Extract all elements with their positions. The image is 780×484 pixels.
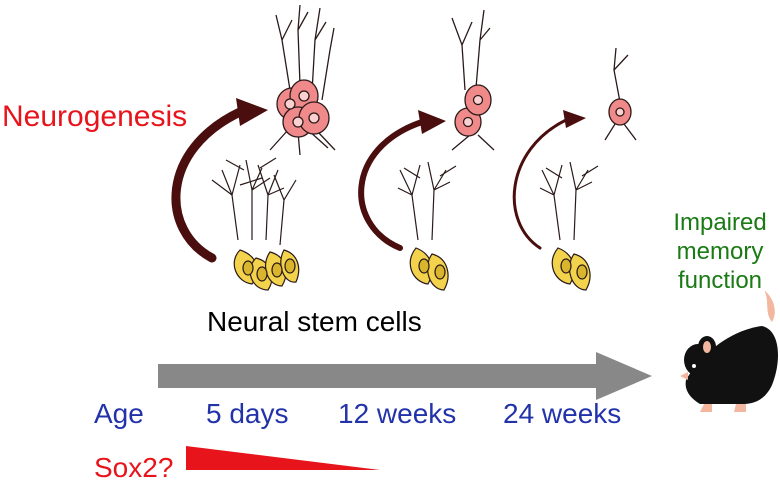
stem-cells-2 bbox=[397, 161, 457, 291]
neurogenesis-label: Neurogenesis bbox=[2, 100, 188, 133]
age-point-24-weeks: 24 weeks bbox=[503, 398, 622, 429]
age-point-12-weeks: 12 weeks bbox=[338, 398, 457, 429]
neuron-cluster-2 bbox=[451, 9, 495, 151]
age-timeline-arrow bbox=[158, 352, 652, 400]
mouse-illustration bbox=[680, 290, 778, 412]
impaired-line-2: memory bbox=[676, 238, 764, 265]
decline-wedge bbox=[186, 446, 380, 470]
neuron-cluster-1 bbox=[269, 4, 336, 156]
age-axis-label: Age bbox=[94, 398, 144, 429]
gene-label-partial: Sox2? bbox=[94, 452, 174, 483]
curved-arrow-2 bbox=[358, 110, 446, 251]
stem-cells-3 bbox=[539, 161, 599, 291]
neuron-cluster-3 bbox=[604, 47, 637, 141]
stem-cells-1 bbox=[211, 157, 300, 291]
impaired-line-1: Impaired bbox=[673, 209, 767, 236]
curved-arrow-1 bbox=[171, 98, 268, 263]
curved-arrow-3 bbox=[512, 110, 586, 250]
impaired-memory-label: Impaired memory function bbox=[664, 208, 776, 295]
diagram-graphics bbox=[158, 4, 778, 470]
age-point-5-days: 5 days bbox=[206, 398, 289, 429]
impaired-line-3: function bbox=[677, 267, 763, 294]
diagram: Neurogenesis Neural stem cells Impaired … bbox=[2, 4, 778, 483]
neural-stem-cells-label: Neural stem cells bbox=[207, 306, 422, 337]
